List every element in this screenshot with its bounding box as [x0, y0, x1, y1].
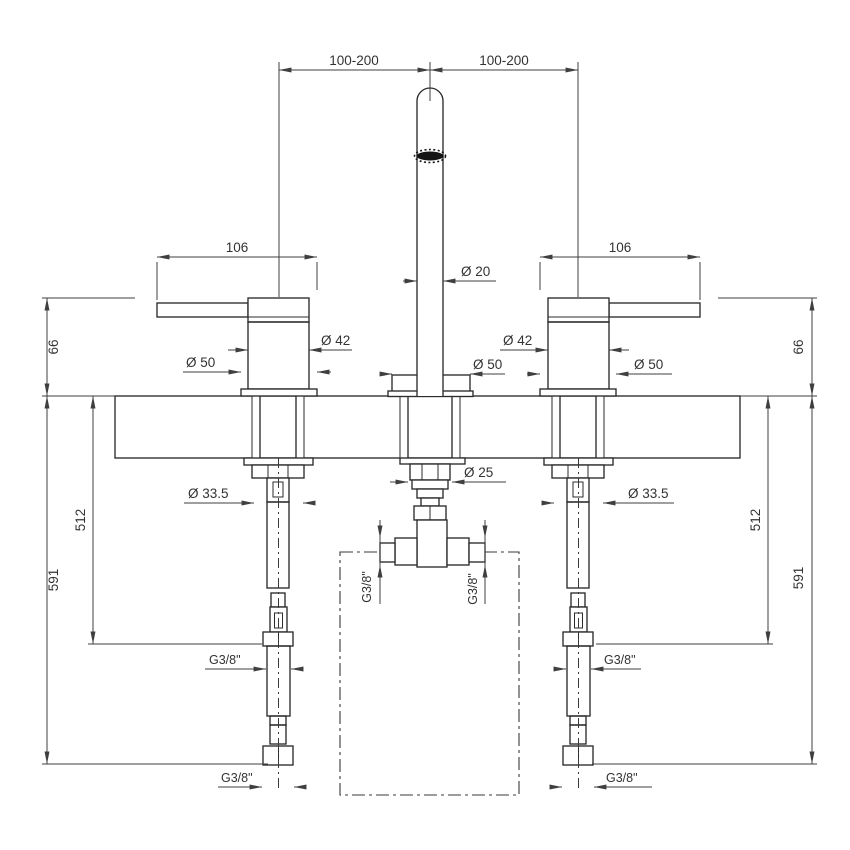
dim-text-d50-spout: Ø 50	[473, 357, 502, 372]
aerator-teeth	[413, 148, 447, 164]
right-lever	[608, 302, 701, 318]
dimensions: 100-200 100-200 106 106 66 66 591 591 51…	[42, 53, 817, 790]
right-handle	[539, 297, 701, 459]
left-handle	[156, 297, 318, 459]
dim-text-512-left: 512	[73, 509, 88, 532]
dim-text-g38-end-left: G3/8"	[221, 771, 253, 785]
dim-text-d50-left: Ø 50	[186, 355, 215, 370]
right-handle-base	[539, 388, 617, 397]
dim-text-handle-left: 106	[226, 240, 249, 255]
dim-text-span-left: 100-200	[329, 53, 379, 68]
shank-step-lower	[416, 488, 444, 499]
spout-washer	[399, 457, 466, 465]
left-handle-cap	[247, 297, 310, 323]
tee-arm-stub-left	[379, 542, 396, 563]
dim-text-d50-right: Ø 50	[634, 357, 663, 372]
deck-hole-edges	[251, 396, 605, 458]
spout-shank	[407, 395, 453, 459]
left-handle-knurl-body	[247, 321, 310, 390]
dim-text-g38-tee-left: G3/8"	[360, 571, 374, 603]
right-nut-facets	[567, 465, 589, 478]
tee-arm-cap-left	[394, 537, 418, 566]
dim-text-g38-end-right: G3/8"	[606, 771, 638, 785]
dim-text-d335-right: Ø 33.5	[628, 486, 669, 501]
dim-text-591-right: 591	[791, 567, 806, 590]
spout-nut-facets	[421, 464, 439, 480]
dim-text-66-right: 66	[791, 339, 806, 354]
dim-text-d25: Ø 25	[464, 465, 493, 480]
dim-text-d42-right: Ø 42	[503, 333, 532, 348]
dim-text-d42-left: Ø 42	[321, 333, 350, 348]
dim-text-g38-coupling-left: G3/8"	[209, 653, 241, 667]
dim-text-span-right: 100-200	[479, 53, 529, 68]
left-handle-base	[240, 388, 318, 397]
dim-text-512-right: 512	[748, 509, 763, 532]
dim-text-g38-coupling-right: G3/8"	[604, 653, 636, 667]
left-nut-facets	[267, 465, 289, 478]
tee-body	[416, 519, 448, 568]
spout-assembly	[379, 87, 486, 568]
left-lever	[156, 302, 249, 318]
shank-step-upper	[411, 479, 449, 490]
dim-text-handle-right: 106	[609, 240, 632, 255]
aerator	[416, 151, 444, 161]
centerlines	[278, 458, 579, 790]
dim-text-66-left: 66	[46, 339, 61, 354]
handle-extension-lines	[156, 262, 701, 300]
right-handle-knurl-body	[547, 321, 610, 390]
dim-text-g38-tee-right: G3/8"	[466, 573, 480, 605]
dim-text-d20: Ø 20	[461, 264, 490, 279]
tee-arm-cap-right	[446, 537, 470, 566]
dim-text-591-left: 591	[46, 569, 61, 592]
spout-tube	[416, 87, 444, 396]
right-handle-cap	[547, 297, 610, 323]
tee-arm-stub-right	[468, 542, 486, 563]
dim-text-d335-left: Ø 33.5	[188, 486, 229, 501]
left-handle-shank	[259, 395, 297, 459]
spout-fixing-nut	[409, 463, 451, 481]
right-handle-shank	[559, 395, 597, 459]
tee-neck	[420, 497, 440, 507]
